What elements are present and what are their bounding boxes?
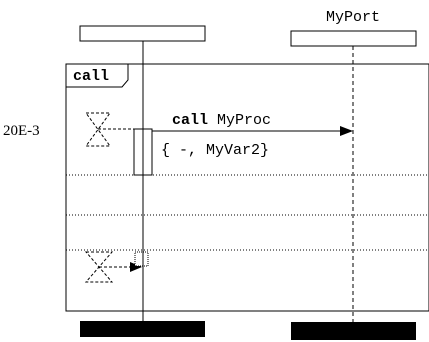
port-label: MyPort: [326, 9, 380, 26]
instance-end-left: [80, 321, 205, 337]
timeout-icon: [84, 251, 114, 283]
instance-head-left: [79, 25, 206, 42]
frame-label-tab: [65, 63, 129, 88]
frame-label: call: [73, 68, 109, 85]
test-case-frame: [65, 63, 429, 312]
call-message-label: call MyProc: [172, 112, 271, 129]
timer-value: 20E-3: [3, 123, 40, 139]
call-arrowhead-icon: [340, 126, 353, 136]
call-keyword: call: [172, 112, 208, 129]
timeout-arrowhead-icon: [130, 262, 142, 272]
timeout-marker: [134, 251, 149, 267]
procedure-name: MyProc: [217, 112, 271, 129]
instance-end-port: [291, 322, 416, 340]
timer-start-icon: [85, 112, 111, 147]
instance-head-port: [290, 30, 417, 47]
call-parameters: { -, MyVar2}: [161, 142, 269, 159]
